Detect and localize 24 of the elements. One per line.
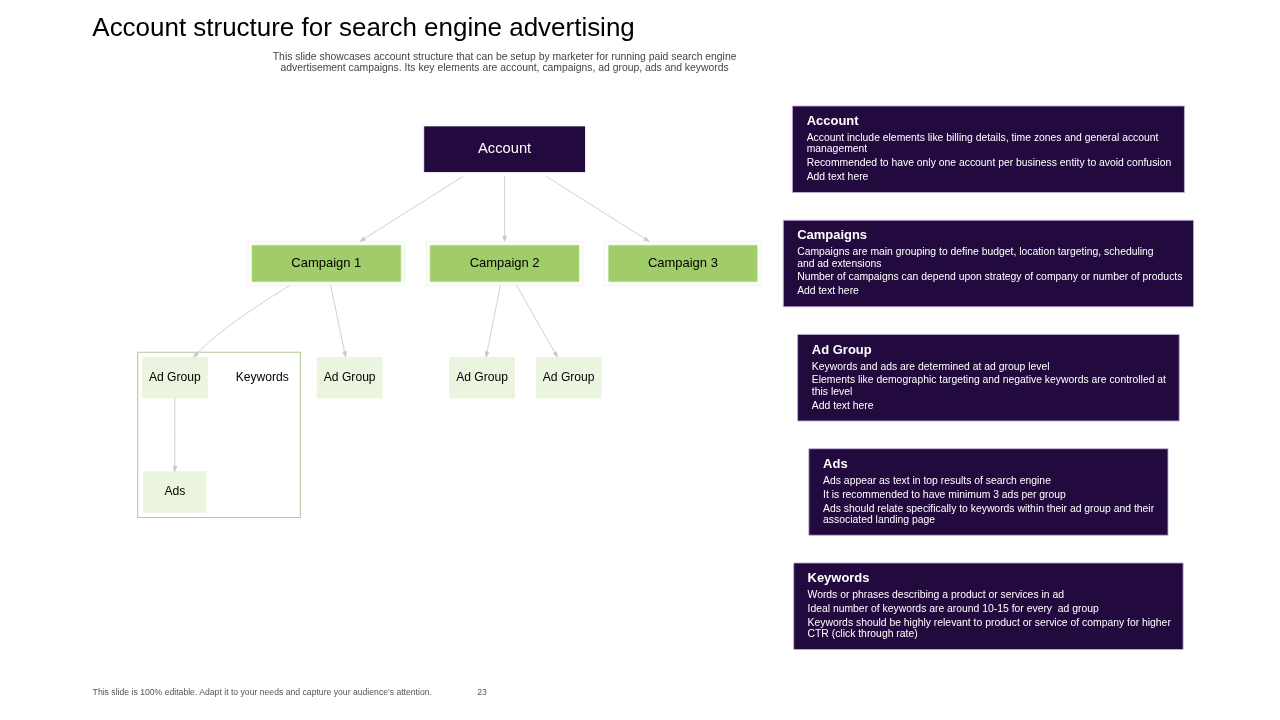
arrow [484,285,501,358]
arrow [515,285,558,358]
label: This slide is 100% editable. Adapt it to your needs and capture your audience's attention. [92,686,432,697]
node-box: Campaigns Campaigns are main grouping to define budget, location targeting, scheduling and ad extensions Number of campaigns can depend upon strategy of company or number of products Add text here [782,219,1194,308]
arrow [192,285,290,358]
node-box: Account Account include elements like billing details, time zones and general account management Recommended to have only one account per business entity to avoid confusion Add text here [791,105,1185,193]
node-box: Ads [142,471,206,513]
node-box: Account [422,125,586,174]
node-box: Ads Ads appear as text in top results of search engine It is recommended to have minimum 3 ads per group Ads should relate specifically to keywords within their ad group and their associated landing page [807,448,1168,536]
node-box: Ad Group [316,356,383,399]
node-box: Ad Group [535,356,602,399]
label: This slide showcases account structure that can be setup by marketer for running paid search engine advertisement campaigns. Its key elements are account, campaigns, ad group, ads and keywords [272,50,736,74]
arrow [545,175,650,242]
node-box: Ad Group [448,356,515,399]
arrow [501,175,507,242]
diagram-title: Account structure for search engine advertising [91,11,635,42]
node-box: Keywords Words or phrases describing a product or services in ad Ideal number of keywords are around 10-15 for every ad group Keywords should be highly relevant to product or service of company for higher CTR (click through rate) [792,562,1184,650]
node-box: Ad Group [141,356,208,399]
node-box: Ad Group Keywords and ads are determined at ad group level Elements like demographic targeting and negative keywords are controlled at this level Add text here [796,334,1180,422]
arrow [329,285,347,358]
label: 23 [476,686,487,697]
node-text: Keywords [235,369,289,384]
arrow [359,175,464,242]
arrow [172,397,177,472]
